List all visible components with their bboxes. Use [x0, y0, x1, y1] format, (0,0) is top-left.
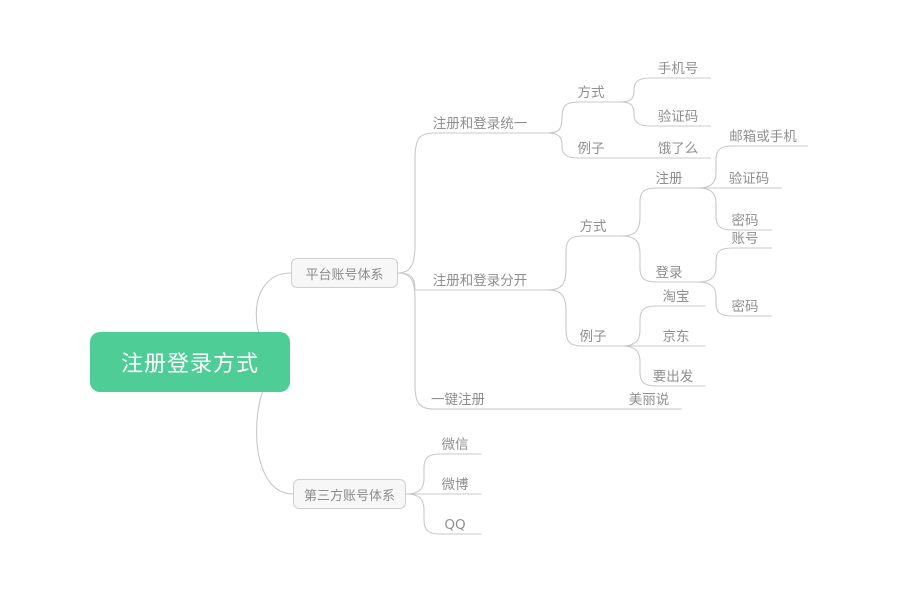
node-password-login[interactable]: 密码	[718, 293, 772, 317]
node-eleme[interactable]: 饿了么	[645, 135, 711, 159]
edge-signup-to-emailphone	[690, 145, 808, 189]
node-label: 邮箱或手机	[729, 129, 797, 145]
node-label: 登录	[655, 265, 683, 281]
edge-login-to-password	[690, 281, 772, 317]
edge-method2-to-login	[614, 235, 690, 283]
node-label: 一键注册	[431, 392, 485, 408]
branch-label: 平台账号体系	[305, 267, 384, 283]
edge-method1-to-phone	[612, 77, 711, 103]
node-separate-method[interactable]: 方式	[572, 213, 614, 237]
node-one-click-register[interactable]: 一键注册	[425, 386, 491, 410]
node-login[interactable]: 登录	[648, 259, 690, 283]
edge-example2-to-yaochufa	[614, 345, 706, 387]
node-label: QQ	[444, 517, 466, 533]
node-label: 微博	[441, 477, 469, 493]
node-label: 方式	[579, 219, 607, 235]
edge-separate-to-example	[540, 289, 614, 347]
node-label: 账号	[731, 231, 759, 247]
node-label: 要出发	[652, 369, 694, 385]
node-email-or-phone[interactable]: 邮箱或手机	[718, 123, 808, 147]
node-wechat[interactable]: 微信	[428, 431, 482, 455]
node-verification-code-unified[interactable]: 验证码	[645, 103, 711, 127]
node-separate-register-login[interactable]: 注册和登录分开	[425, 267, 535, 291]
edge-signup-to-password	[690, 187, 772, 231]
node-qq[interactable]: QQ	[428, 511, 482, 535]
node-register[interactable]: 注册	[648, 165, 690, 189]
node-label: 例子	[577, 141, 605, 157]
edge-thirdparty-to-wechat	[405, 453, 482, 495]
node-yaochufa[interactable]: 要出发	[640, 363, 706, 387]
node-label: 淘宝	[662, 289, 690, 305]
node-taobao[interactable]: 淘宝	[646, 283, 706, 307]
node-label: 验证码	[657, 109, 699, 125]
node-meilishuo[interactable]: 美丽说	[616, 386, 682, 410]
node-weibo[interactable]: 微博	[428, 471, 482, 495]
node-label: 手机号	[657, 61, 699, 77]
node-separate-example[interactable]: 例子	[572, 323, 614, 347]
node-label: 密码	[731, 299, 759, 315]
node-label: 京东	[662, 329, 690, 345]
node-label: 密码	[731, 213, 759, 229]
edge-separate-to-method	[540, 235, 614, 291]
branch-node-platform-account-system[interactable]: 平台账号体系	[291, 258, 398, 288]
node-password-register[interactable]: 密码	[718, 207, 772, 231]
root-node-label: 注册登录方式	[120, 352, 259, 377]
node-verification-code-register[interactable]: 验证码	[716, 165, 782, 189]
node-label: 验证码	[728, 171, 770, 187]
node-label: 例子	[579, 329, 607, 345]
node-label: 方式	[577, 85, 605, 101]
edge-unified-to-example	[540, 132, 612, 159]
node-phone-number[interactable]: 手机号	[645, 55, 711, 79]
node-label: 饿了么	[657, 141, 699, 157]
node-unified-example[interactable]: 例子	[570, 135, 612, 159]
branch-node-thirdparty-account-system[interactable]: 第三方账号体系	[293, 479, 406, 509]
node-label: 微信	[441, 437, 469, 453]
node-unified-register-login[interactable]: 注册和登录统一	[425, 110, 535, 134]
root-node[interactable]: 注册登录方式	[90, 332, 290, 392]
node-unified-method[interactable]: 方式	[570, 79, 612, 103]
node-label: 注册和登录分开	[432, 273, 528, 289]
node-label: 注册	[655, 171, 683, 187]
edge-method2-to-signup	[614, 187, 690, 237]
edge-unified-to-method	[540, 101, 612, 134]
node-jd[interactable]: 京东	[646, 323, 706, 347]
branch-label: 第三方账号体系	[303, 488, 395, 504]
node-label: 注册和登录统一	[432, 116, 528, 132]
edge-example2-to-taobao	[614, 305, 706, 347]
node-label: 美丽说	[628, 392, 670, 408]
edge-thirdparty-to-qq	[405, 493, 482, 535]
node-account[interactable]: 账号	[718, 225, 772, 249]
edge-platform-to-unified	[397, 132, 540, 274]
edge-method1-to-code	[612, 101, 711, 127]
edge-platform-to-oneclick	[397, 272, 588, 410]
edge-login-to-account	[690, 247, 772, 283]
